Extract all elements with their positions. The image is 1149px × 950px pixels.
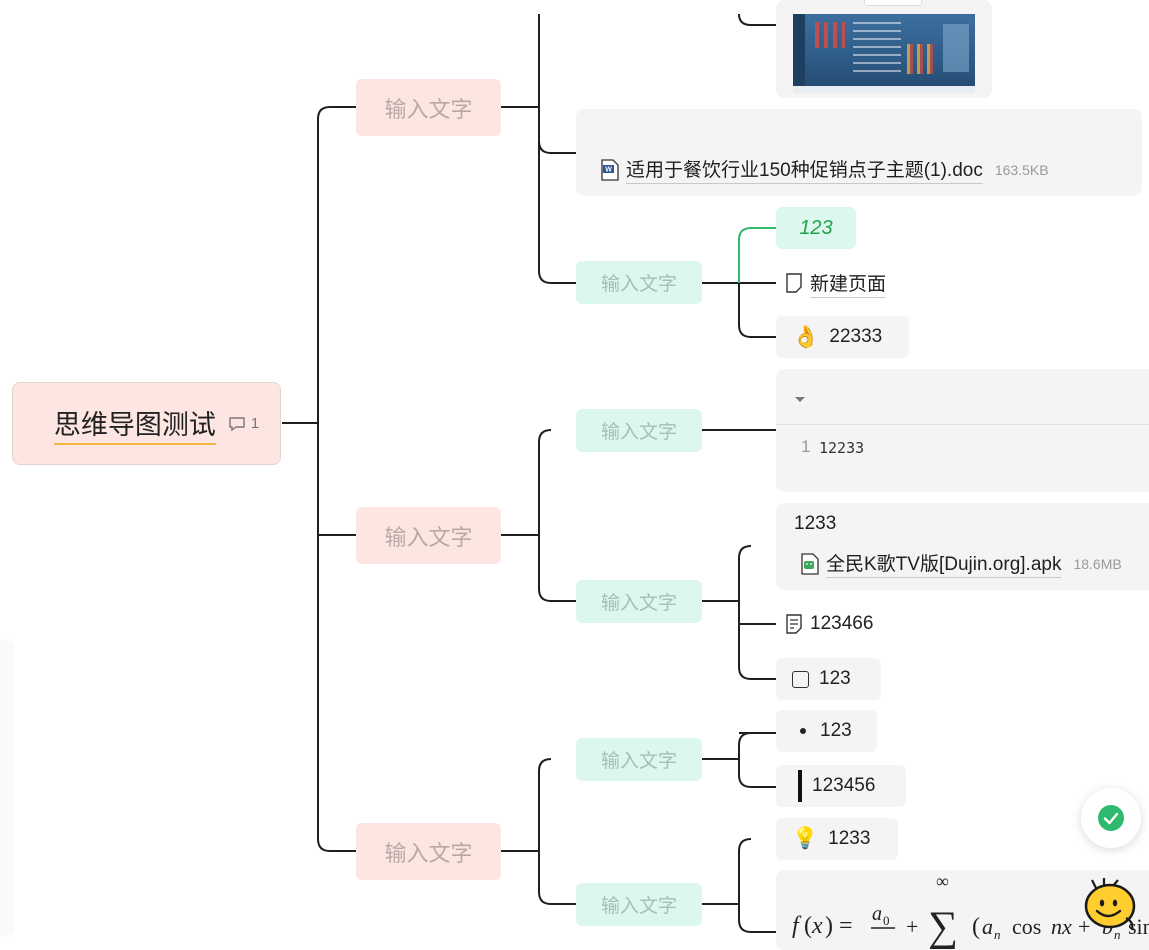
subnode-bottom-1[interactable]: 输入文字 [576,738,702,781]
image-toolbar[interactable] [864,0,922,6]
screenshot-thumbnail[interactable] [793,14,975,93]
checkbox-leaf-text: 123 [819,668,851,689]
svg-text:nx: nx [1051,914,1072,939]
svg-text:W: W [605,166,612,173]
bullet-leaf-text: 123 [820,720,852,741]
apk-attachment-card[interactable]: 1233 全民K歌TV版[Dujin.org].apk 18.6MB [776,503,1149,590]
svg-text:cos: cos [1012,914,1041,939]
svg-text:a: a [872,903,882,925]
apk-card-title[interactable]: 1233 [794,513,837,534]
emoji-leaf-text: 22333 [829,326,883,347]
svg-text:(: ( [972,914,980,940]
svg-text:∞: ∞ [936,871,949,891]
quote-bar [798,770,802,802]
doc-file-size: 163.5KB [994,161,1049,178]
caret-down-icon[interactable] [794,396,806,404]
branch-node-middle[interactable]: 输入文字 [356,507,501,564]
svg-text:f: f [792,913,802,939]
save-status-button[interactable] [1081,788,1141,848]
page-icon [786,273,802,293]
subnode-middle-2[interactable]: 输入文字 [576,580,702,623]
formula[interactable]: f ( x ) = a 0 + ∞ ∑ ( a n cos nx + b n s… [776,870,1149,950]
doc-file-name[interactable]: 适用于餐饮行业150种促销点子主题(1).doc [626,155,983,184]
subnode-middle-1[interactable]: 输入文字 [576,409,702,452]
emoji-leaf[interactable]: 👌 22333 [776,316,909,358]
bullet-dot [800,728,806,734]
root-node[interactable]: 思维导图测试 1 [12,382,281,465]
doc-leaf[interactable]: 123466 [776,606,881,642]
bulb-leaf-text: 1233 [828,828,871,849]
svg-text:n: n [994,927,1001,942]
svg-text:) =: ) = [825,913,853,939]
code-block[interactable]: 1 12233 [776,369,1149,492]
bullet-leaf[interactable]: 123 [776,710,877,752]
subnode-bottom-2[interactable]: 输入文字 [576,883,702,926]
side-panel-edge [0,642,11,934]
svg-text:0: 0 [883,913,890,928]
svg-text:(: ( [804,913,812,939]
code-line-number: 1 [801,437,811,456]
quote-leaf-text: 123456 [812,775,876,796]
svg-text:+: + [1078,914,1090,939]
svg-text:x: x [811,913,823,939]
comment-count: 1 [250,415,260,432]
mascot-icon[interactable] [1082,878,1142,934]
root-title[interactable]: 思维导图测试 [53,403,216,445]
word-file-icon: W [601,158,619,181]
doc-attachment-card[interactable]: W 适用于餐饮行业150种促销点子主题(1).doc 163.5KB [576,109,1142,196]
doc-leaf-text[interactable]: 123466 [810,613,874,634]
subnode-top[interactable]: 输入文字 [576,261,702,304]
document-icon [786,614,802,634]
svg-text:a: a [982,914,993,939]
apk-file-size: 18.6MB [1073,555,1122,572]
checkbox[interactable] [792,670,809,688]
branch-node-bottom[interactable]: 输入文字 [356,823,501,880]
comment-indicator[interactable]: 1 [228,415,259,433]
new-page-leaf[interactable]: 新建页面 [776,265,894,301]
image-card[interactable] [776,0,992,98]
code-line-text[interactable]: 12233 [819,439,865,457]
green-italic-leaf[interactable]: 123 [776,207,856,249]
light-bulb-icon: 💡 [792,827,819,850]
svg-text:sin: sin [1128,914,1149,939]
check-circle-icon [1098,805,1124,831]
svg-text:∑: ∑ [928,904,958,950]
ok-hand-icon: 👌 [792,324,820,349]
bulb-leaf[interactable]: 💡 1233 [776,818,898,860]
quote-leaf[interactable]: 123456 [776,765,906,807]
apk-file-name[interactable]: 全民K歌TV版[Dujin.org].apk [826,549,1062,578]
new-page-label[interactable]: 新建页面 [810,269,887,298]
android-file-icon [801,552,819,575]
checkbox-leaf[interactable]: 123 [776,658,881,700]
comment-icon [229,416,245,431]
svg-text:+: + [906,914,918,939]
branch-node-top[interactable]: 输入文字 [356,79,501,136]
